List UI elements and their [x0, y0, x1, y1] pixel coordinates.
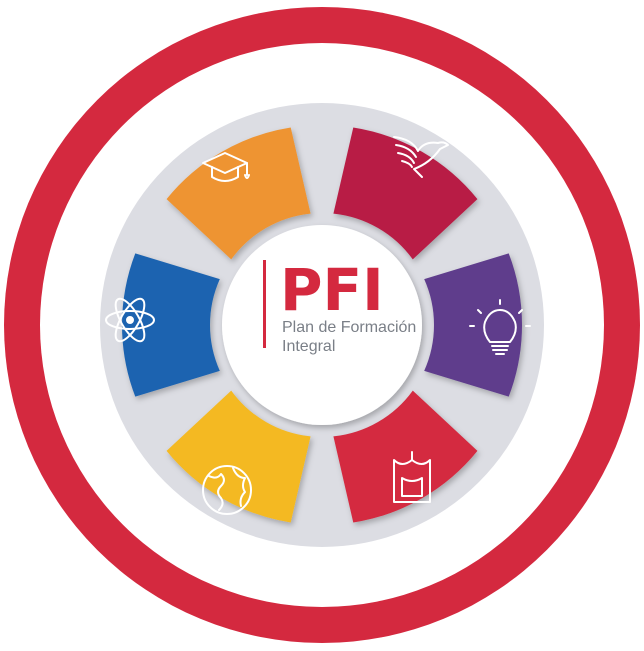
globe-icon — [202, 465, 252, 515]
segments-group — [122, 127, 523, 523]
lightbulb-icon — [469, 299, 531, 355]
segment-identidad-institucional — [333, 390, 478, 523]
center-accent-bar — [263, 260, 266, 348]
segment-gestion-tecnologia — [122, 253, 220, 397]
center-subtitle-line2: Integral — [282, 338, 335, 355]
center-disc — [222, 225, 422, 425]
center-subtitle-line1: Plan de Formación — [282, 319, 416, 336]
segment-formacion-docente — [166, 127, 311, 260]
eagle-icon — [393, 136, 449, 178]
segment-liderazgo-transformador — [333, 127, 478, 260]
institution-crest-icon — [393, 451, 431, 503]
atom-icon — [105, 297, 155, 343]
center-title: PFI — [280, 256, 384, 324]
segment-cultura-global — [166, 390, 311, 523]
graduation-cap-icon — [202, 152, 250, 182]
